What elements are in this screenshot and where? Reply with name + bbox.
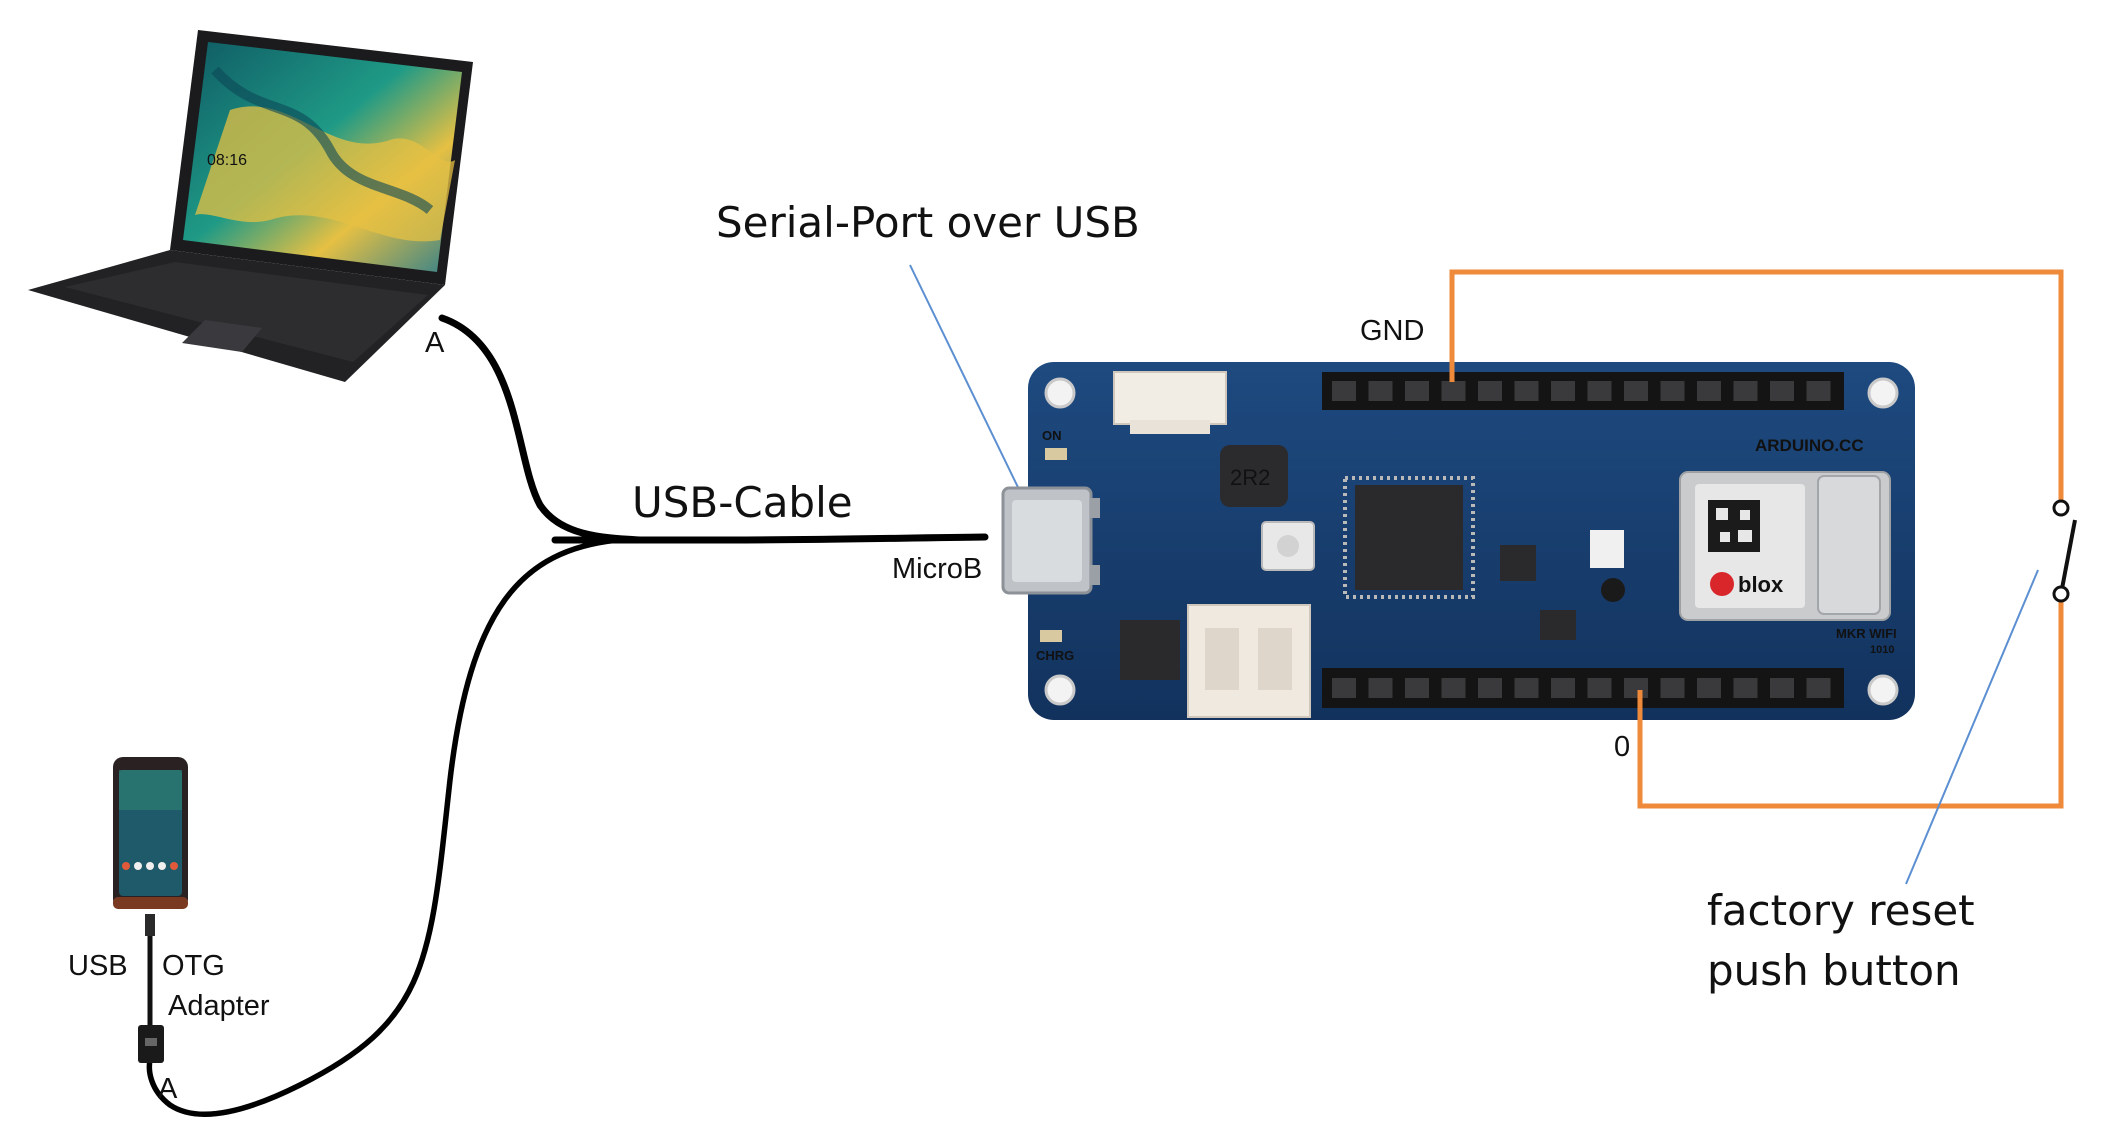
header-pin — [1624, 381, 1648, 401]
small-ic — [1500, 545, 1536, 581]
app-icon — [122, 862, 130, 870]
header-pin — [1369, 678, 1393, 698]
arduino-board: ON CHRG 2R2 ARDUINO.CC MKR WIFI 1010 — [1003, 362, 1915, 720]
header-pin — [1551, 678, 1575, 698]
header-pin — [1478, 678, 1502, 698]
header-pin — [1442, 381, 1466, 401]
pin-zero-label: 0 — [1614, 731, 1630, 763]
antenna — [1818, 476, 1880, 614]
board-brand: ARDUINO.CC — [1755, 436, 1864, 455]
board-model-num: 1010 — [1870, 644, 1894, 656]
header-pin — [1332, 381, 1356, 401]
factory-reset-leader — [1906, 570, 2038, 884]
header-pin — [1770, 678, 1794, 698]
header-pin — [1515, 381, 1539, 401]
bottom-header — [1322, 668, 1844, 708]
microb-label: MicroB — [892, 553, 982, 585]
battery-connector-top — [1114, 372, 1226, 424]
usb-cable — [149, 318, 985, 1114]
laptop-clock: 08:16 — [207, 152, 247, 169]
phone-bottom-bezel — [113, 897, 188, 909]
mcu-chip — [1355, 485, 1463, 590]
header-pin — [1442, 678, 1466, 698]
app-icon — [134, 862, 142, 870]
header-pin — [1661, 678, 1685, 698]
serial-port-leader — [910, 265, 1030, 512]
cable-from-laptop — [442, 318, 640, 540]
mount-hole — [1046, 676, 1074, 704]
header-pin — [1551, 381, 1575, 401]
usb-label: USB — [68, 950, 128, 982]
white-cap — [1590, 530, 1624, 568]
header-pin — [1332, 678, 1356, 698]
header-pin — [1697, 381, 1721, 401]
mount-hole — [1046, 379, 1074, 407]
header-pin — [1734, 381, 1758, 401]
on-led — [1045, 448, 1067, 460]
serial-port-label: Serial-Port over USB — [716, 198, 1140, 247]
top-header — [1322, 372, 1844, 410]
on-led-label: ON — [1042, 428, 1062, 443]
switch-contact — [2054, 587, 2068, 601]
board-model: MKR WIFI — [1836, 626, 1897, 641]
buzzer — [1601, 578, 1625, 602]
header-pin — [1770, 381, 1794, 401]
header-pin — [1405, 381, 1429, 401]
factory-reset-label-1: factory reset — [1707, 886, 1975, 935]
header-pin — [1697, 678, 1721, 698]
cable-to-phone — [149, 540, 618, 1114]
header-pin — [1734, 678, 1758, 698]
header-pin — [1405, 678, 1429, 698]
chrg-led — [1040, 630, 1062, 642]
mount-hole — [1869, 379, 1897, 407]
header-pin — [1624, 678, 1648, 698]
phone-a-label: A — [158, 1073, 178, 1105]
smartphone — [113, 757, 188, 909]
header-pin — [1515, 678, 1539, 698]
app-icon — [158, 862, 166, 870]
ublox-logo — [1710, 572, 1734, 596]
otg-adapter — [138, 914, 164, 1063]
usb-cable-label: USB-Cable — [632, 478, 853, 527]
module-brand: blox — [1738, 572, 1784, 597]
push-button-switch — [2054, 501, 2075, 601]
laptop-a-label: A — [425, 327, 445, 359]
otg-label: OTG — [162, 950, 225, 982]
header-pin — [1369, 381, 1393, 401]
header-pin — [1588, 678, 1612, 698]
mount-hole — [1869, 676, 1897, 704]
inductor-mark: 2R2 — [1230, 465, 1270, 490]
header-pin — [1807, 381, 1831, 401]
header-pin — [1807, 678, 1831, 698]
factory-reset-label-2: push button — [1707, 946, 1961, 995]
gnd-label: GND — [1360, 315, 1424, 347]
switch-contact — [2054, 501, 2068, 515]
header-pin — [1661, 381, 1685, 401]
small-ic — [1540, 610, 1576, 640]
adapter-label: Adapter — [168, 990, 270, 1022]
chrg-label: CHRG — [1036, 648, 1074, 663]
app-icon — [170, 862, 178, 870]
app-icon — [146, 862, 154, 870]
qr-code — [1708, 500, 1760, 552]
header-pin — [1478, 381, 1502, 401]
header-pin — [1588, 381, 1612, 401]
laptop: 08:16 A — [28, 30, 473, 382]
small-ic — [1120, 620, 1180, 680]
